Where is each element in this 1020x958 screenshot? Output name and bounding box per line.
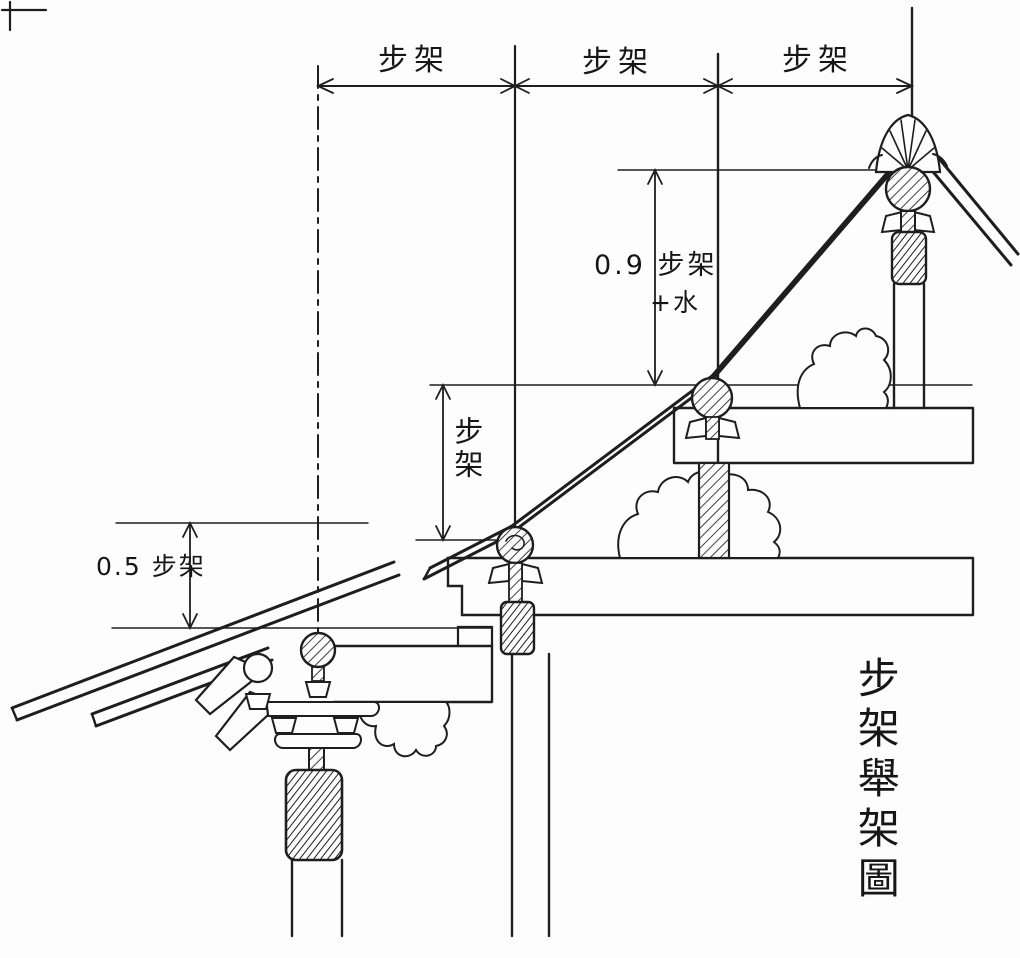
hanging-post-neck — [308, 747, 325, 771]
corner-brace-ridge — [796, 327, 892, 409]
bracket-block-left — [244, 693, 272, 710]
hanging-post-block — [284, 768, 344, 862]
eave-rise-dimension — [111, 520, 493, 631]
eave-beam-step — [456, 625, 494, 648]
span-label-2: 步架 — [582, 45, 654, 80]
bracket-arm-upper — [258, 701, 380, 717]
lower-purlin — [495, 525, 535, 565]
middle-strut — [697, 461, 731, 560]
lower-tenon — [508, 562, 523, 603]
eave-rise-label: 0.5 步架 — [96, 552, 206, 581]
lower-purlin-assembly — [487, 525, 551, 938]
ridge-tenon — [900, 210, 916, 233]
eave-purlin — [299, 631, 337, 669]
middle-rise-label: 步架 — [449, 416, 484, 482]
bracket-block-mid-right — [332, 717, 360, 734]
ridge-purlin-assembly — [868, 113, 948, 410]
ridge-post-block — [890, 230, 928, 286]
page-corner-marks — [0, 0, 48, 32]
roof-rafter-upper — [422, 156, 902, 581]
bracket-arm-lower — [274, 733, 362, 749]
diagram-caption: 步架舉架圖 — [851, 656, 901, 906]
ridge-cap — [874, 113, 942, 174]
ridge-rise-label-line1: 0.9 步架 — [594, 250, 718, 281]
eave-rafter-outer — [10, 560, 401, 722]
roof-rafter-right — [922, 148, 1020, 267]
bracket-block-mid-left — [270, 717, 298, 734]
column-cap-block — [499, 600, 536, 656]
hanging-post — [284, 747, 344, 938]
ridge-purlin — [884, 165, 932, 213]
middle-purlin-assembly — [684, 376, 741, 560]
ridge-rise-label-line2: +水 — [650, 288, 700, 317]
span-label-3: 步架 — [782, 43, 854, 78]
span-label-1: 步架 — [378, 43, 450, 78]
bracket-block-center — [304, 681, 332, 698]
purlin-swirl — [505, 534, 525, 551]
top-span-dimension — [315, 78, 915, 94]
eave-outer-purlin — [242, 652, 274, 684]
middle-purlin — [690, 376, 734, 420]
middle-tenon — [705, 416, 720, 440]
eave-bracket-assembly — [194, 625, 494, 758]
corner-brace-eave — [358, 701, 451, 758]
